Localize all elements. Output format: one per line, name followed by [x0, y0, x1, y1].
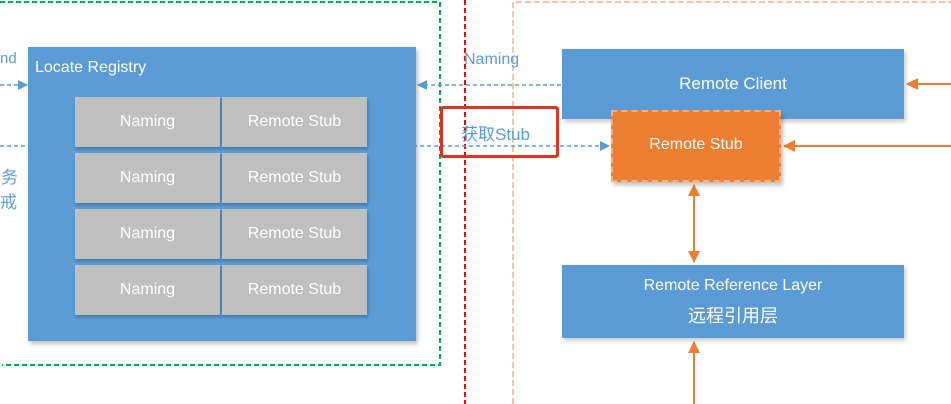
remote-reference-layer-label: Remote Reference Layer	[643, 277, 823, 294]
remote-client-label: Remote Client	[679, 74, 787, 93]
registry-stub-cell: Remote Stub	[222, 209, 367, 259]
registry-stub-cell: Remote Stub	[222, 97, 367, 147]
service-label-fragment: 务	[1, 168, 18, 187]
get-stub-highlight	[440, 106, 559, 158]
remote-stub-label: Remote Stub	[649, 136, 743, 153]
client-boundary	[512, 1, 951, 404]
get-stub-label: 获取Stub	[461, 125, 530, 144]
bind-label-fragment: nd	[0, 50, 17, 67]
remote-client-box	[562, 49, 904, 119]
registry-stub-cell: Remote Stub	[222, 153, 367, 203]
naming-connector-label: Naming	[464, 51, 520, 68]
remote-stub-box	[611, 110, 781, 182]
registry-naming-cell: Naming	[75, 153, 220, 203]
registry-naming-cell: Naming	[75, 97, 220, 147]
service-label-fragment-2: 戒	[0, 193, 17, 212]
registry-naming-cell: Naming	[75, 209, 220, 259]
registry-stub-cell: Remote Stub	[222, 265, 367, 315]
remote-reference-layer-cn-label: 远程引用层	[688, 306, 778, 326]
registry-title: Locate Registry	[35, 59, 147, 76]
server-boundary	[0, 1, 441, 366]
remote-reference-layer-box	[562, 265, 904, 338]
registry-naming-cell: Naming	[75, 265, 220, 315]
